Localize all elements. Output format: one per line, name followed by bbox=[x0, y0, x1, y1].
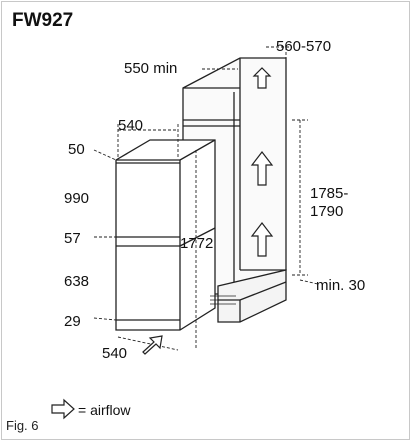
dim-appliance-width-bottom: 540 bbox=[102, 345, 128, 362]
airflow-arrow-icon bbox=[250, 151, 274, 186]
dim-niche-width: 560-570 bbox=[276, 38, 332, 55]
dim-niche-depth-min: 550 min bbox=[124, 60, 178, 77]
dim-niche-height-b: 1790 bbox=[310, 203, 344, 220]
airflow-arrow-icon bbox=[252, 67, 272, 89]
dim-lower-door: 638 bbox=[64, 273, 90, 290]
dim-appliance-depth-top: 540 bbox=[118, 117, 144, 134]
airflow-arrow-icon bbox=[51, 398, 75, 420]
dim-niche-height-a: 1785- bbox=[310, 185, 349, 202]
dim-bottom-margin: 29 bbox=[64, 313, 81, 330]
dimension-lines bbox=[93, 46, 319, 351]
model-title: FW927 bbox=[12, 10, 74, 31]
dim-upper-door: 990 bbox=[64, 190, 90, 207]
legend-label: = airflow bbox=[78, 402, 131, 418]
dim-appliance-height: 1772 bbox=[180, 235, 214, 252]
airflow-arrow-icon bbox=[142, 335, 163, 355]
airflow-arrow-icon bbox=[250, 222, 274, 257]
dim-vent-min: min. 30 bbox=[316, 277, 366, 294]
figure-caption: Fig. 6 bbox=[6, 418, 39, 433]
dim-gap: 57 bbox=[64, 230, 81, 247]
fridge-appliance bbox=[115, 139, 236, 331]
dim-top-margin: 50 bbox=[68, 141, 85, 158]
